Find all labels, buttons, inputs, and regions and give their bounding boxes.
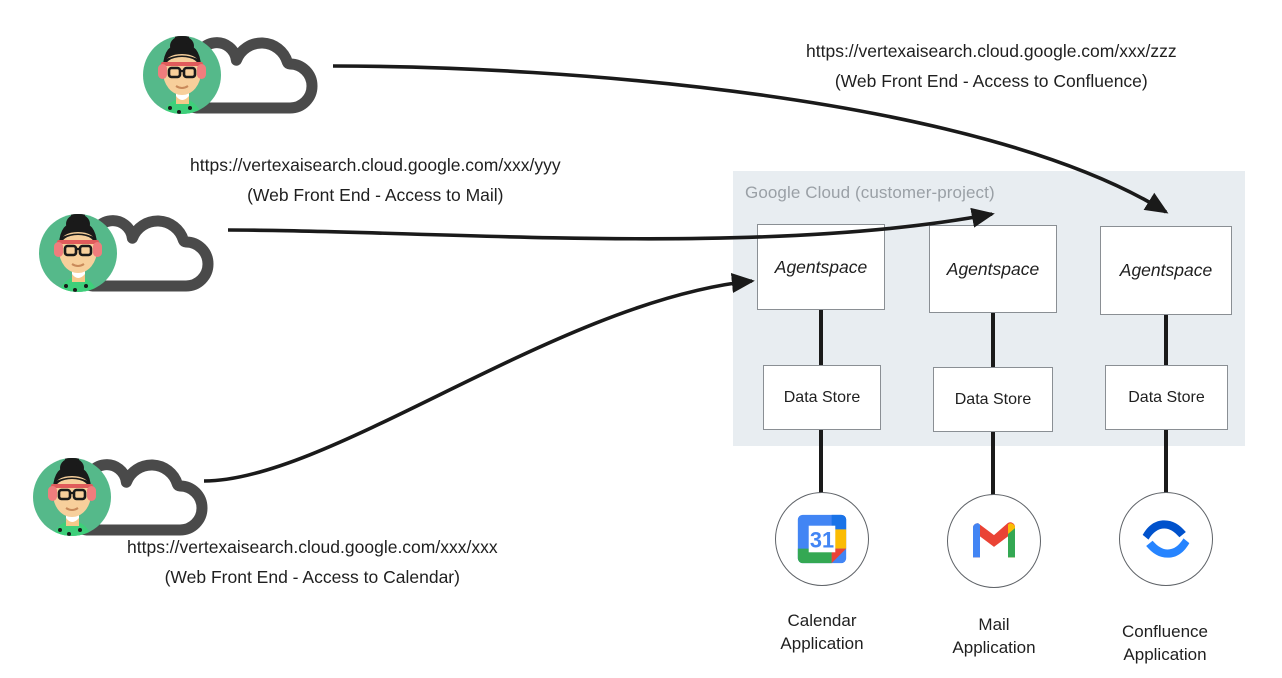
arrow-user-calendar-to-agentspace [203, 272, 755, 483]
google-cloud-panel-label: Google Cloud (customer-project) [745, 183, 995, 202]
user-avatar-icon [143, 36, 221, 114]
caption-user-calendar: https://vertexaisearch.cloud.google.com/… [127, 532, 498, 592]
user-avatar-icon [33, 458, 111, 536]
app-circle-calendar[interactable]: 31 [775, 492, 869, 586]
url-text-mail: https://vertexaisearch.cloud.google.com/… [190, 155, 561, 175]
caption-user-mail: https://vertexaisearch.cloud.google.com/… [190, 150, 561, 210]
datastore-box-calendar[interactable]: Data Store [763, 365, 881, 430]
user-cloud-group-calendar[interactable] [30, 446, 230, 542]
url-text-calendar: https://vertexaisearch.cloud.google.com/… [127, 537, 498, 557]
svg-text:31: 31 [810, 527, 834, 552]
caption-user-confluence: https://vertexaisearch.cloud.google.com/… [806, 36, 1177, 96]
app-label-calendar: Calendar Application [780, 611, 864, 653]
user-cloud-group-mail[interactable] [36, 202, 236, 298]
description-text-confluence: (Web Front End - Access to Confluence) [834, 71, 1148, 92]
google-calendar-icon: 31 [797, 514, 847, 564]
agentspace-box-confluence[interactable]: Agentspace [1100, 226, 1232, 315]
app-circle-mail[interactable] [947, 494, 1041, 588]
app-label-mail: Mail Application [952, 615, 1036, 657]
agentspace-box-calendar[interactable]: Agentspace [757, 224, 885, 310]
description-text-calendar: (Web Front End - Access to Calendar) [164, 567, 460, 588]
gmail-icon [973, 522, 1015, 558]
confluence-icon [1142, 520, 1190, 558]
description-text-mail: (Web Front End - Access to Mail) [247, 185, 504, 206]
datastore-box-mail[interactable]: Data Store [933, 367, 1053, 432]
agentspace-box-mail[interactable]: Agentspace [929, 225, 1057, 313]
user-avatar-icon [39, 214, 117, 292]
app-label-confluence: Confluence Application [1121, 622, 1208, 664]
url-text-confluence: https://vertexaisearch.cloud.google.com/… [806, 41, 1177, 61]
user-cloud-group-confluence[interactable] [140, 24, 340, 120]
datastore-box-confluence[interactable]: Data Store [1105, 365, 1228, 430]
app-circle-confluence[interactable] [1119, 492, 1213, 586]
